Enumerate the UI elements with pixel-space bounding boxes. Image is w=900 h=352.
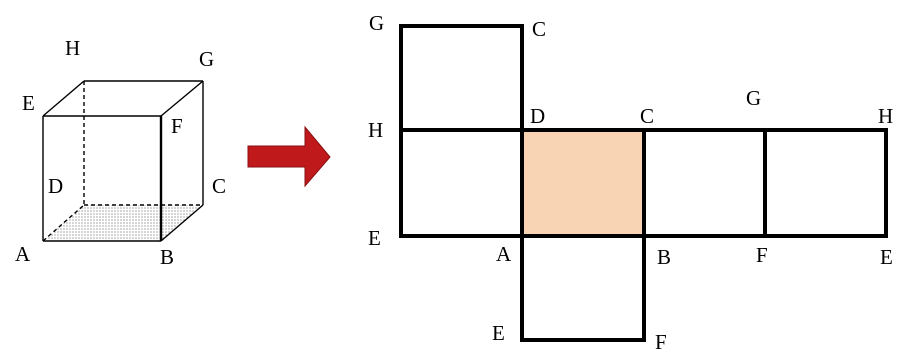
cube-hidden-edge-ad: [42, 204, 85, 242]
net-label-e-left: E: [368, 226, 381, 250]
cube-label-e: E: [22, 91, 35, 115]
cube-bottom-face-shading: [43, 205, 203, 241]
net-label-e-bottom: E: [492, 321, 505, 345]
net-label-e-right: E: [880, 245, 893, 269]
net-label-top-g: G: [369, 11, 384, 35]
net-label-f-bottom: F: [655, 330, 667, 352]
cube-label-c: C: [212, 174, 226, 198]
net-label-c: C: [640, 104, 654, 128]
net-label-f: F: [756, 243, 768, 267]
net-label-a: A: [496, 242, 512, 266]
cube-edge-cb: [160, 204, 204, 242]
net-label-h-left: H: [368, 118, 383, 142]
net-label-top-c: C: [532, 17, 546, 41]
cube-net: G C H D C G H E A B F E E F: [368, 11, 893, 352]
net-label-h-right: H: [878, 104, 893, 128]
cube-edge-eh: [42, 80, 85, 117]
cube-label-g: G: [199, 47, 214, 71]
cube-label-f: F: [171, 114, 183, 138]
cube-label-h: H: [65, 36, 80, 60]
cube-label-a: A: [15, 242, 31, 266]
net-label-d: D: [530, 104, 545, 128]
cube-edge-gf: [160, 80, 204, 117]
cube-drawing: H G E F D C A B: [15, 36, 226, 269]
net-base-face-highlight: [522, 130, 644, 236]
net-label-b: B: [657, 245, 671, 269]
cube-label-d: D: [48, 174, 63, 198]
net-label-g: G: [746, 86, 761, 110]
cube-label-b: B: [160, 245, 174, 269]
right-arrow-icon: [247, 125, 331, 188]
